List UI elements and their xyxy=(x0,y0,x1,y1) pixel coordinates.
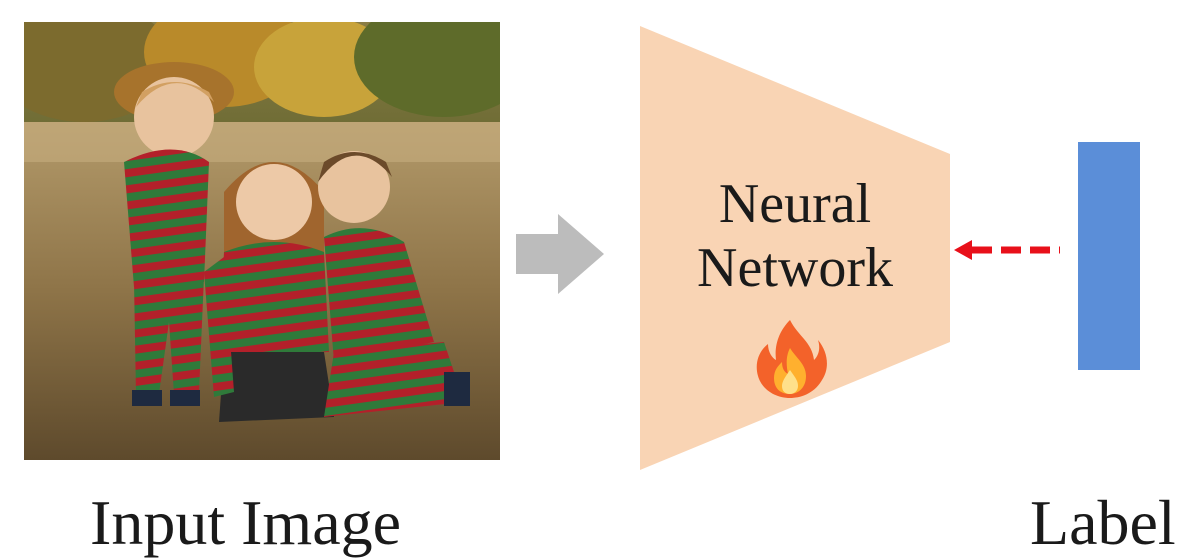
label-bar xyxy=(1078,142,1140,370)
input-image xyxy=(24,22,500,460)
input-photo-illustration xyxy=(24,22,500,460)
forward-arrow xyxy=(512,208,612,300)
input-image-caption: Input Image xyxy=(90,487,401,558)
network-label: Neural Network xyxy=(640,172,950,300)
fire-icon xyxy=(750,318,830,398)
dashed-left-arrow-icon xyxy=(954,240,1060,260)
fire-icon-graphic xyxy=(756,320,827,398)
network-trapezoid xyxy=(640,26,950,470)
label-vector xyxy=(1078,142,1140,370)
feedback-arrow xyxy=(950,230,1070,270)
label-caption: Label xyxy=(1030,487,1176,558)
right-arrow-icon xyxy=(516,214,604,294)
neural-network-block xyxy=(640,26,950,470)
network-label-line2: Network xyxy=(697,237,893,299)
network-label-line1: Neural xyxy=(718,173,872,235)
